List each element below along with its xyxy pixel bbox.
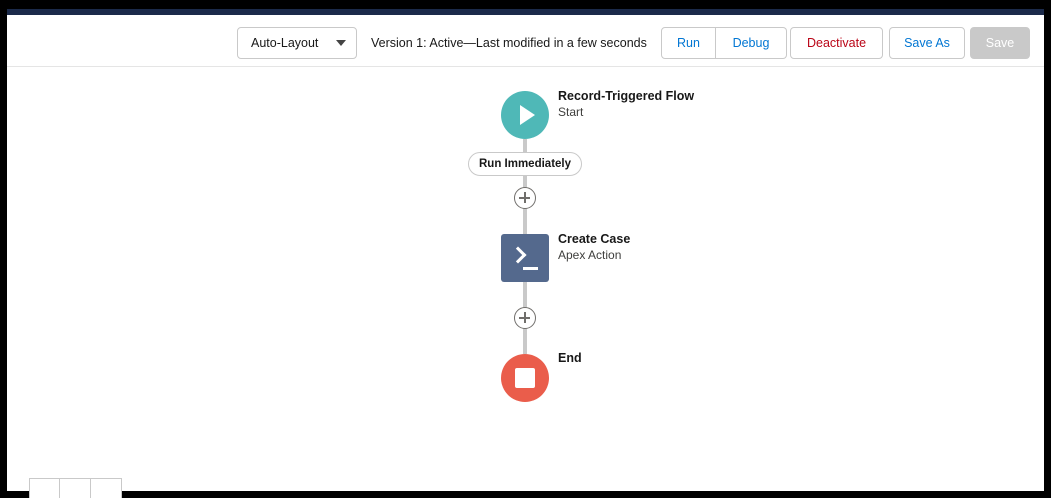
layout-mode-dropdown[interactable]: Auto-Layout (237, 27, 357, 59)
version-status-text: Version 1: Active—Last modified in a few… (371, 36, 647, 50)
run-debug-button-group: Run Debug (661, 27, 787, 59)
zoom-controls (29, 478, 122, 498)
create-case-action-node[interactable] (501, 234, 549, 282)
zoom-out-button[interactable] (29, 478, 60, 498)
start-node-title: Record-Triggered Flow (558, 89, 695, 103)
debug-button[interactable]: Debug (716, 27, 787, 59)
header-accent-bar (7, 9, 1044, 15)
layout-mode-label: Auto-Layout (251, 36, 319, 50)
connector-line (523, 139, 527, 152)
start-node-subtitle: Start (558, 105, 584, 119)
flow-builder-toolbar: Auto-Layout Version 1: Active—Last modif… (7, 15, 1044, 67)
fit-view-button[interactable] (91, 478, 122, 498)
add-element-icon[interactable] (514, 187, 536, 209)
flow-canvas[interactable]: Record-Triggered Flow Start Run Immediat… (7, 68, 1044, 498)
caret-down-icon (336, 40, 346, 46)
save-button[interactable]: Save (970, 27, 1030, 59)
play-icon (519, 105, 535, 125)
run-button[interactable]: Run (661, 27, 716, 59)
end-node-title: End (558, 351, 582, 365)
start-node[interactable] (501, 91, 549, 139)
save-as-button[interactable]: Save As (889, 27, 965, 59)
add-element-icon[interactable] (514, 307, 536, 329)
zoom-in-button[interactable] (60, 478, 91, 498)
action-node-subtitle: Apex Action (558, 248, 622, 262)
end-node[interactable] (501, 354, 549, 402)
run-immediately-path-label[interactable]: Run Immediately (468, 152, 582, 176)
deactivate-button[interactable]: Deactivate (790, 27, 883, 59)
action-node-title: Create Case (558, 232, 631, 246)
stop-icon (515, 368, 535, 388)
